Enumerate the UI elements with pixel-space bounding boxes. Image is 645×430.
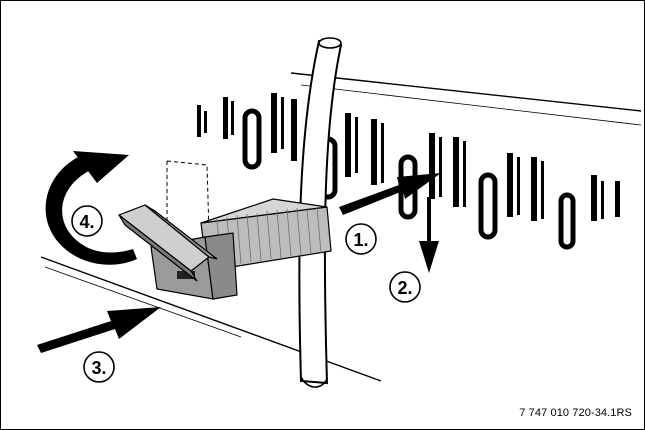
step-callout-3: 3. (83, 351, 115, 383)
panel-slots (197, 93, 620, 221)
cable-clip (117, 198, 332, 300)
arrow-step-4 (45, 151, 138, 265)
step-label-3: 3. (91, 358, 106, 378)
document-code: 7 747 010 720-34.1RS (519, 407, 632, 419)
step-label-1: 1. (353, 230, 368, 250)
step-callout-2: 2. (389, 271, 421, 303)
step-label-2: 2. (397, 278, 412, 298)
clip-dashed-outline (166, 160, 210, 234)
arrow-step-2 (419, 197, 439, 273)
step-label-4: 4. (79, 212, 94, 232)
step-callout-4: 4. (71, 205, 103, 237)
arrows (37, 151, 441, 353)
arrow-step-3 (37, 307, 161, 353)
step-callout-1: 1. (345, 223, 377, 255)
arrow-step-1 (339, 173, 441, 215)
